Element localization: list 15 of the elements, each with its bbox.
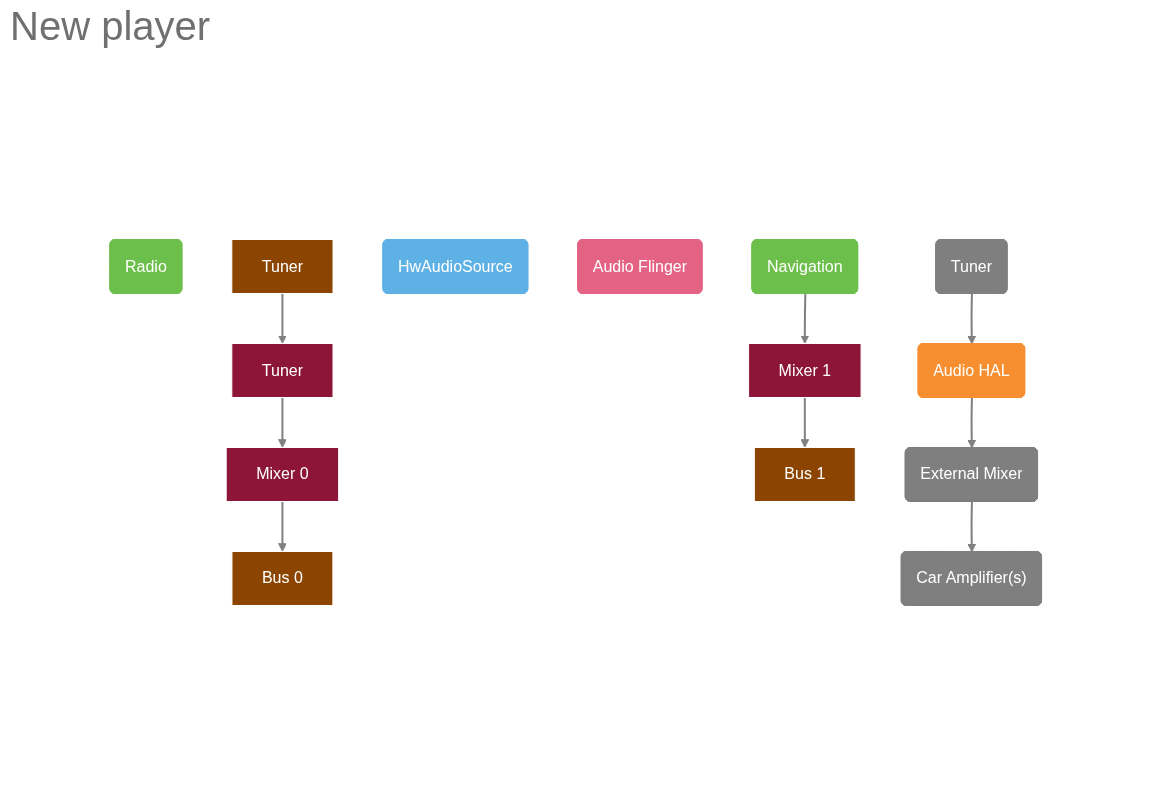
node-box: Bus 1 [753,447,856,502]
arrow [800,293,809,344]
arrow [967,397,976,449]
node-box: Tuner [231,343,334,398]
arrow [277,292,287,344]
node-box: Mixer 1 [747,343,862,398]
arrow [800,396,809,448]
arrow [967,501,976,553]
arrow [277,396,287,448]
node-box: Tuner [231,239,334,294]
arrow [967,293,976,345]
node-box: Bus 0 [231,551,334,606]
arrow [277,500,287,552]
diagram-title: New player [10,4,211,49]
node-box: Mixer 0 [225,447,339,502]
